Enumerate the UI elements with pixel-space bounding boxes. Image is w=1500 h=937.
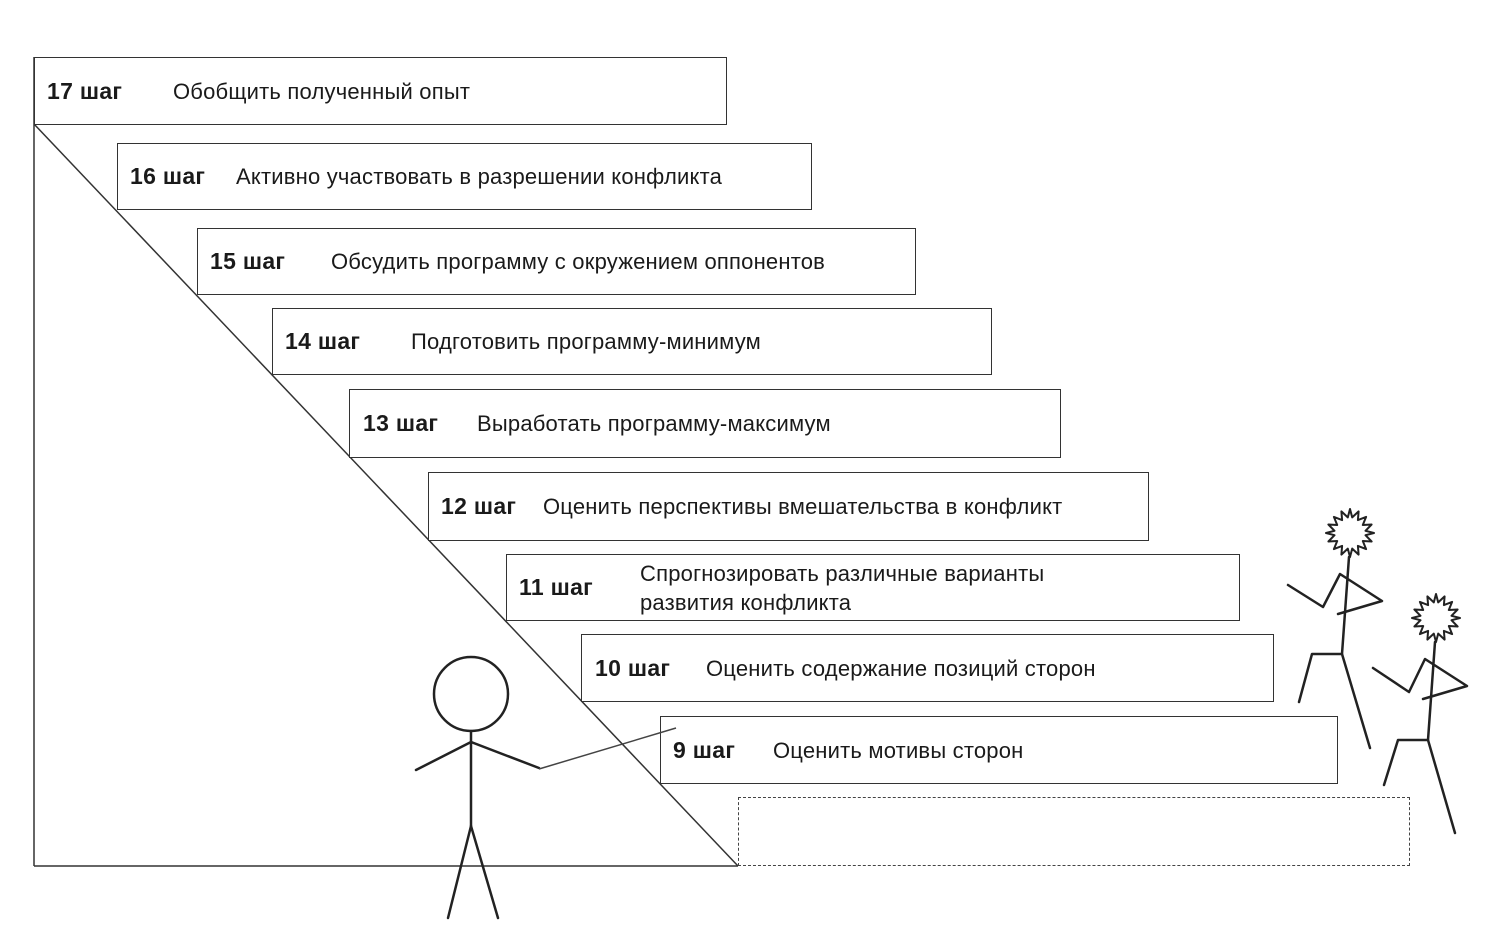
- step-11: 11 шаг Спрогнозировать различные вариант…: [506, 554, 1240, 621]
- step-9: 9 шаг Оценить мотивы сторон: [660, 716, 1338, 784]
- opponent-figure-1: [1286, 508, 1384, 750]
- mediator-figure: [414, 655, 541, 920]
- step-10: 10 шаг Оценить содержание позиций сторон: [581, 634, 1274, 702]
- step-number: 17 шаг: [47, 77, 123, 104]
- step-number: 9 шаг: [673, 736, 736, 763]
- step-number: 16 шаг: [130, 163, 206, 189]
- step-15: 15 шаг Обсудить программу с окружением о…: [197, 228, 916, 295]
- step-14: 14 шаг Подготовить программу-минимум: [272, 308, 992, 375]
- step-text: Оценить перспективы вмешательства в конф…: [543, 494, 1063, 519]
- pointer-line: [538, 727, 677, 770]
- step-number: 14 шаг: [285, 328, 361, 354]
- empty-step-placeholder: [738, 797, 1410, 866]
- step-13: 13 шаг Выработать программу-максимум: [349, 389, 1061, 458]
- step-number: 13 шаг: [363, 410, 439, 436]
- step-number: 15 шаг: [210, 248, 286, 274]
- step-text: Обобщить полученный опыт: [173, 78, 471, 104]
- step-number: 12 шаг: [441, 493, 517, 519]
- step-text: Оценить мотивы сторон: [773, 737, 1024, 763]
- step-number: 11 шаг: [519, 574, 594, 600]
- step-text: Оценить содержание позиций сторон: [706, 655, 1096, 681]
- step-number: 10 шаг: [595, 654, 671, 681]
- step-text: Спрогнозировать различные варианты разви…: [640, 560, 1045, 615]
- step-17: 17 шаг Обобщить полученный опыт: [34, 57, 727, 125]
- step-text: Выработать программу-максимум: [477, 411, 831, 436]
- step-text: Подготовить программу-минимум: [411, 329, 761, 354]
- step-12: 12 шаг Оценить перспективы вмешательства…: [428, 472, 1149, 541]
- opponent-figure-2: [1371, 593, 1469, 835]
- step-16: 16 шаг Активно участвовать в разрешении …: [117, 143, 812, 210]
- step-text: Активно участвовать в разрешении конфлик…: [236, 164, 723, 189]
- step-text: Обсудить программу с окружением оппонент…: [331, 249, 826, 274]
